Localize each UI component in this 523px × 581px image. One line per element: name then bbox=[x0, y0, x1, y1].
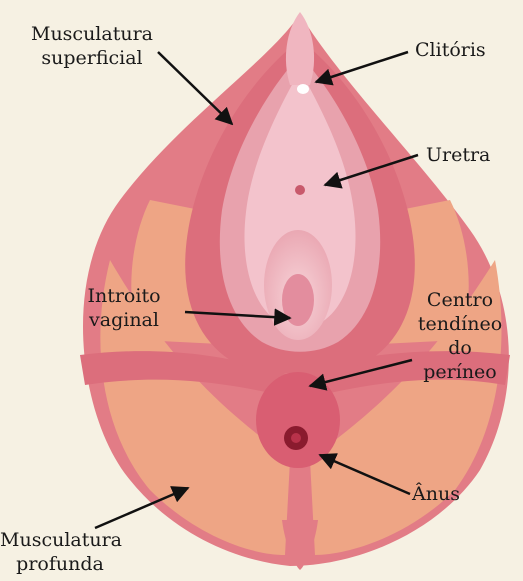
arrow-musculatura-superficial bbox=[157, 51, 234, 126]
label-musculatura-profunda: Musculatura profunda bbox=[0, 528, 123, 576]
label-line: do bbox=[448, 337, 472, 359]
arrow-anus bbox=[318, 453, 411, 496]
arrow-centro-tendineo bbox=[308, 358, 413, 391]
label-clitoris: Clitóris bbox=[415, 39, 486, 61]
label-line: Centro bbox=[426, 289, 494, 311]
clitoris-glans bbox=[297, 84, 309, 94]
urethra-opening bbox=[295, 185, 305, 195]
label-line: Musculatura bbox=[0, 529, 123, 551]
label-introito-vaginal: Introito vaginal bbox=[68, 284, 180, 332]
arrow-musculatura-profunda bbox=[94, 486, 190, 530]
label-anus: Ânus bbox=[412, 483, 460, 505]
label-line: vaginal bbox=[89, 309, 159, 331]
arrow-uretra bbox=[323, 153, 419, 189]
arrow-introito-vaginal bbox=[184, 308, 292, 326]
label-centro-tendineo: Centro tendíneo do períneo bbox=[412, 288, 508, 384]
anal-center bbox=[291, 433, 301, 443]
label-line: Musculatura bbox=[30, 23, 153, 45]
arrow-clitoris bbox=[314, 50, 409, 86]
clitoral-hood bbox=[285, 12, 315, 85]
coccyx bbox=[282, 520, 318, 570]
label-line: profunda bbox=[16, 553, 104, 575]
label-line: tendíneo bbox=[417, 313, 503, 335]
external-anal-sphincter bbox=[256, 372, 340, 468]
label-line: períneo bbox=[423, 361, 497, 383]
label-musculatura-superficial: Musculatura superficial bbox=[22, 22, 162, 70]
label-uretra: Uretra bbox=[426, 144, 491, 166]
label-line: Introito bbox=[87, 285, 161, 307]
label-line: superficial bbox=[41, 47, 143, 69]
